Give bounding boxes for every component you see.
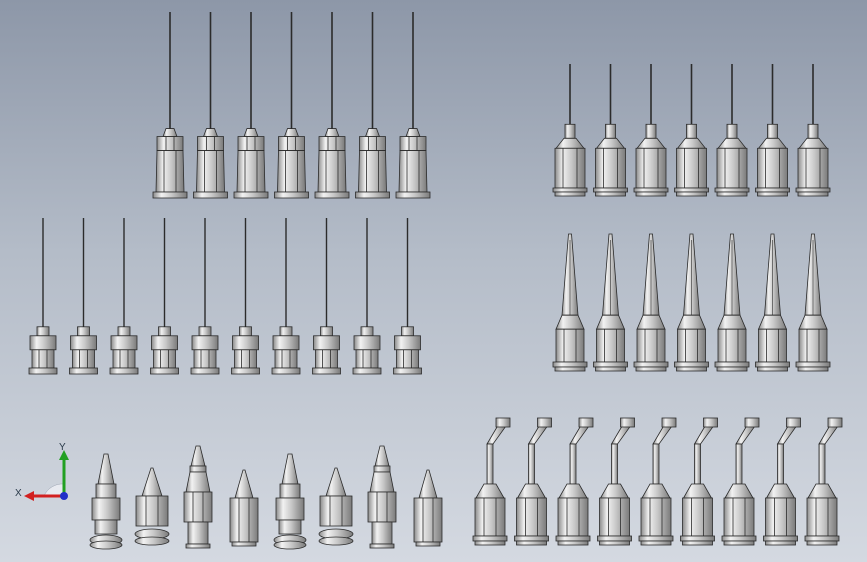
straight-needle-part[interactable] — [312, 218, 341, 375]
parts-layer — [28, 12, 843, 550]
bent-needle-part[interactable] — [472, 417, 511, 546]
straight-needle-part[interactable] — [109, 218, 139, 375]
luer-needle-part[interactable] — [152, 12, 188, 199]
nozzle-part[interactable] — [273, 453, 307, 550]
straight-needle-part[interactable] — [352, 218, 382, 375]
luer-needle-short-part[interactable] — [593, 64, 628, 197]
luer-needle-short-part[interactable] — [795, 64, 831, 197]
bent-needle-part[interactable] — [514, 417, 552, 546]
tapered-tip-part[interactable] — [795, 233, 831, 372]
luer-needle-part[interactable] — [274, 12, 309, 199]
luer-needle-part[interactable] — [395, 12, 431, 199]
straight-needle-part[interactable] — [231, 218, 260, 375]
luer-needle-short-part[interactable] — [674, 64, 709, 197]
tapered-tip-row — [552, 233, 831, 372]
bent-needle-part[interactable] — [680, 417, 718, 546]
nozzle-part[interactable] — [134, 467, 170, 546]
nozzle-part[interactable] — [318, 467, 354, 546]
x-axis-arrow-icon — [24, 491, 34, 501]
luer-needle-part[interactable] — [355, 12, 390, 199]
y-axis-label: Y — [59, 442, 66, 453]
tapered-tip-part[interactable] — [714, 233, 750, 372]
nozzle-part[interactable] — [89, 453, 123, 550]
bent-needle-part[interactable] — [804, 417, 843, 546]
straight-needle-part[interactable] — [150, 218, 179, 375]
x-axis-label: X — [15, 488, 22, 499]
tapered-tip-part[interactable] — [755, 233, 790, 372]
luer-needle-short-part[interactable] — [552, 64, 588, 197]
bent-needle-part[interactable] — [638, 417, 677, 546]
luer-needle-part[interactable] — [193, 12, 228, 199]
tapered-tip-part[interactable] — [593, 233, 628, 372]
z-axis-dot-icon — [60, 492, 68, 500]
nozzle-part[interactable] — [229, 469, 259, 547]
luer-needle-tall-row — [152, 12, 431, 199]
bent-needle-row — [472, 417, 843, 546]
straight-needle-part[interactable] — [69, 218, 98, 375]
nozzle-part[interactable] — [367, 445, 397, 549]
nozzle-part[interactable] — [413, 469, 443, 547]
tapered-tip-part[interactable] — [633, 233, 669, 372]
nozzle-part[interactable] — [183, 445, 213, 549]
bent-needle-part[interactable] — [721, 417, 760, 546]
tapered-tip-part[interactable] — [674, 233, 709, 372]
bent-needle-part[interactable] — [763, 417, 801, 546]
bent-needle-part[interactable] — [597, 417, 635, 546]
straight-needle-row — [28, 218, 422, 375]
luer-needle-short-row — [552, 64, 831, 197]
straight-needle-part[interactable] — [271, 218, 301, 375]
straight-needle-part[interactable] — [190, 218, 220, 375]
luer-needle-part[interactable] — [314, 12, 350, 199]
luer-needle-short-part[interactable] — [755, 64, 790, 197]
luer-needle-short-part[interactable] — [714, 64, 750, 197]
tapered-tip-part[interactable] — [552, 233, 588, 372]
straight-needle-part[interactable] — [28, 218, 58, 375]
luer-needle-short-part[interactable] — [633, 64, 669, 197]
dispensing-nozzle-row — [89, 445, 443, 550]
luer-needle-part[interactable] — [233, 12, 269, 199]
bent-needle-part[interactable] — [555, 417, 594, 546]
y-axis-arrow-icon — [59, 450, 69, 460]
straight-needle-part[interactable] — [393, 218, 422, 375]
coordinate-triad-icon: Y X — [15, 442, 69, 501]
